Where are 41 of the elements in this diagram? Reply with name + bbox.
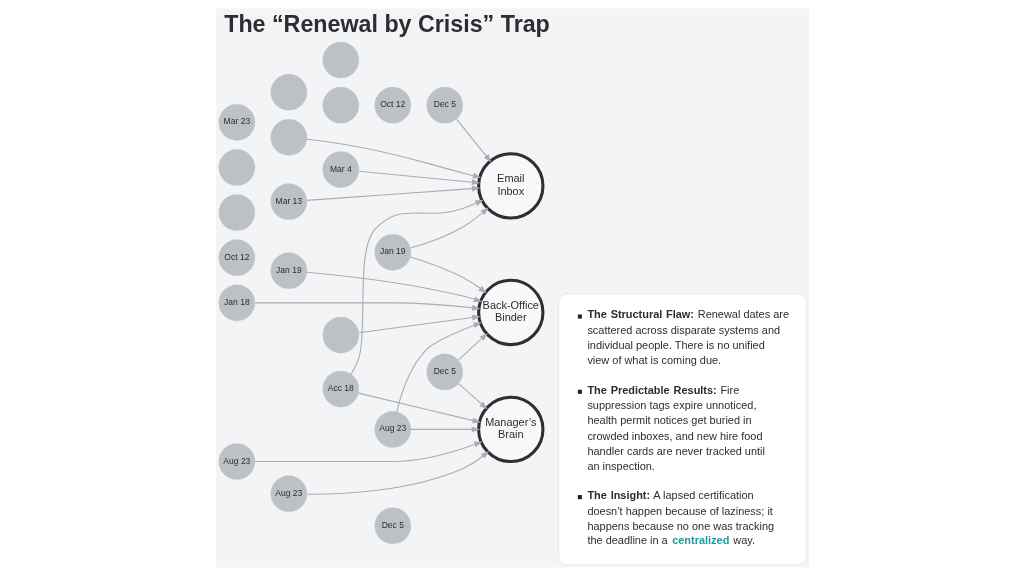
node-circle: Oct 12 xyxy=(374,86,411,124)
node-circle xyxy=(270,119,307,156)
node-circle: Jan 19 xyxy=(374,233,411,271)
node-circle xyxy=(218,194,255,231)
node-circle: Dec 5 xyxy=(426,86,463,124)
node-circle: Jan 18 xyxy=(218,284,255,322)
node-circle: Mar 13 xyxy=(270,183,307,220)
node-circle: Aug 23 xyxy=(374,411,411,448)
node-circle: Oct 12 xyxy=(218,239,255,277)
arrow xyxy=(357,392,481,424)
arrow xyxy=(455,118,491,163)
node-circle xyxy=(218,149,255,186)
arrow xyxy=(457,383,487,410)
arrow xyxy=(305,138,481,179)
arrow xyxy=(254,302,480,311)
arrow xyxy=(254,441,483,463)
node-circle xyxy=(270,73,307,111)
node-circle: Dec 5 xyxy=(374,507,411,545)
node-circle: Jan 19 xyxy=(270,252,307,290)
arrow xyxy=(305,185,480,201)
arrow xyxy=(409,256,487,294)
arrow xyxy=(357,170,480,186)
node-circle: Aug 23 xyxy=(218,443,255,480)
node-circle: Mar 4 xyxy=(322,151,359,188)
arrow xyxy=(409,207,489,249)
node-circle xyxy=(322,316,359,354)
arrow xyxy=(409,426,480,433)
diagram-title: The “Renewal by Crisis” Trap xyxy=(223,10,550,37)
node-circle xyxy=(322,86,359,124)
node-circle: Mar 23 xyxy=(218,104,255,141)
node-box: The Structural Flaw: Renewal dates are scattered across disparate systems and individual people. There is no unified view of what is coming due. The Predictable Results: Fire suppression tags expire unnoticed, health permit notices get buried in crowded inboxes, and new hire food handler cards are never tracked until an inspection. The Insight: A lapsed certification doesn’t happen because of laziness; it happens because no one was tracking the deadline in a centralized way. xyxy=(557,293,807,566)
arrow xyxy=(350,199,484,375)
arrow xyxy=(395,322,482,413)
node-circle xyxy=(322,41,359,79)
node-circle: Aug 23 xyxy=(270,475,307,512)
arrow xyxy=(306,451,489,495)
node-circle: Acc 18 xyxy=(322,370,359,408)
arrow xyxy=(357,314,480,334)
node-circle: Dec 5 xyxy=(426,353,463,391)
arrow xyxy=(305,271,482,302)
arrow xyxy=(457,333,488,361)
